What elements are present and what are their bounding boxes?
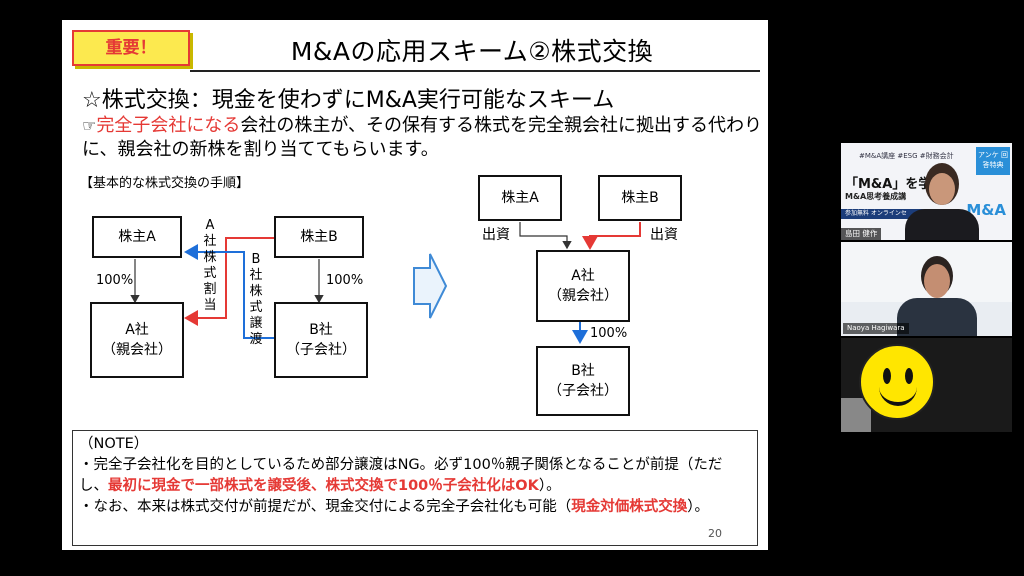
- participant-tile-host[interactable]: #M&A講座 #ESG #財務会計 アンケ 回答特典 「M&A」を学 M&A思考…: [841, 143, 1012, 240]
- note-bullet-2: ・なお、本来は株式交付が前提だが、現金交付による完全子会社化も可能（現金対価株式…: [79, 497, 751, 518]
- left-company-a-role: （親会社）: [102, 342, 172, 358]
- allotment-label: A社株式割当: [203, 218, 217, 313]
- participant-tile-avatar[interactable]: [841, 338, 1012, 432]
- left-company-b-box: B社 （子会社）: [274, 302, 368, 378]
- pointing-hand-icon: ☞: [82, 116, 97, 135]
- note-bullet-1-end: ）。: [538, 478, 561, 494]
- left-shareholder-b-label: 株主B: [300, 229, 338, 245]
- description-paragraph: ☞完全子会社になる会社の株主が、その保有する株式を完全親会社に拠出する代わりに、…: [82, 114, 762, 162]
- left-company-b-name: B社: [309, 322, 333, 338]
- important-badge: 重要！: [72, 30, 190, 66]
- right-invest-left: 出資: [482, 227, 510, 243]
- note-bullet-1-highlight: 最初に現金で一部株式を譲受後、株式交換で100％子会社化はOK: [108, 478, 539, 494]
- right-shareholder-a-label: 株主A: [501, 190, 539, 206]
- right-shareholder-a-box: 株主A: [478, 175, 562, 221]
- participant-tile-naoya[interactable]: Naoya Hagiwara: [841, 242, 1012, 336]
- banner-subtitle: M&A思考養成講: [845, 192, 907, 201]
- invest-arrow-a: [519, 222, 572, 250]
- left-shareholder-b-box: 株主B: [274, 216, 364, 258]
- left-shareholder-a-label: 株主A: [118, 229, 156, 245]
- host-face: [929, 173, 955, 205]
- banner-tags: #M&A講座 #ESG #財務会計: [859, 152, 954, 160]
- procedure-heading: 【基本的な株式交換の手順】: [80, 176, 250, 191]
- left-pct-b: 100%: [326, 273, 364, 288]
- flow-chevron: [413, 253, 448, 319]
- right-company-a-name: A社: [571, 268, 595, 284]
- diagram-arrows: [130, 222, 641, 344]
- smiley-right-eye: [905, 368, 913, 384]
- presentation-slide: 重要！ M&Aの応用スキーム②株式交換 ☆株式交換：現金を使わずにM&A実行可能…: [62, 20, 768, 550]
- speaker-face: [924, 264, 950, 298]
- participant-name-host: 島田 健作: [841, 228, 882, 240]
- note-bullet-2-highlight: 現金対価株式交換: [571, 499, 688, 515]
- left-company-b-role: （子会社）: [286, 342, 356, 358]
- note-bullet-1-text: ・完全子会社化を目的としているため部分譲渡はNG。必ず100％親子関係となること…: [79, 457, 723, 494]
- right-company-b-name: B社: [571, 363, 595, 379]
- smiley-left-eye: [883, 368, 891, 384]
- allotment-arrow: [184, 237, 274, 326]
- right-company-b-role: （子会社）: [548, 383, 618, 399]
- note-bullet-1: ・完全子会社化を目的としているため部分譲渡はNG。必ず100％親子関係となること…: [79, 455, 751, 497]
- banner-strip: 参加無料 オンラインセ: [841, 209, 931, 219]
- note-heading: （NOTE）: [79, 436, 149, 452]
- note-box: （NOTE） ・完全子会社化を目的としているため部分譲渡はNG。必ず100％親子…: [72, 430, 758, 546]
- banner-title: 「M&A」を学: [845, 177, 932, 192]
- left-pct-a: 100%: [96, 273, 134, 288]
- transfer-label: B社株式譲渡: [249, 252, 263, 347]
- left-shareholder-a-box: 株主A: [92, 216, 182, 258]
- banner-survey-badge: アンケ 回答特典: [976, 147, 1010, 175]
- right-invest-right: 出資: [650, 227, 678, 243]
- title-underline: [190, 70, 760, 72]
- right-company-a-role: （親会社）: [548, 288, 618, 304]
- banner-logo: M&A: [966, 201, 1006, 219]
- host-body: [905, 209, 979, 240]
- participant-name-naoya: Naoya Hagiwara: [843, 323, 909, 334]
- invest-arrow-b: [582, 222, 641, 250]
- right-company-b-box: B社 （子会社）: [536, 346, 630, 416]
- right-pct: 100%: [590, 326, 628, 341]
- right-shareholder-b-box: 株主B: [598, 175, 682, 221]
- page-number: 20: [708, 527, 722, 540]
- note-bullet-2-end: ）。: [687, 499, 710, 515]
- note-bullet-2-text: ・なお、本来は株式交付が前提だが、現金交付による完全子会社化も可能（: [79, 499, 572, 515]
- slide-subtitle: ☆株式交換：現金を使わずにM&A実行可能なスキーム: [82, 88, 615, 113]
- left-company-a-box: A社 （親会社）: [90, 302, 184, 378]
- description-highlight: 完全子会社になる: [96, 115, 241, 136]
- smiley-face-icon: [859, 344, 935, 420]
- speaker-body: [897, 298, 977, 336]
- smiley-mouth: [879, 378, 917, 406]
- description-text: 会社の株主が、その保有する株式を完全親会社に拠出する代わりに、親会社の新株を割り…: [82, 115, 762, 160]
- right-shareholder-b-label: 株主B: [621, 190, 659, 206]
- left-company-a-name: A社: [125, 322, 149, 338]
- slide-title: M&Aの応用スキーム②株式交換: [290, 37, 654, 66]
- right-company-a-box: A社 （親会社）: [536, 250, 630, 322]
- transfer-arrow: [184, 244, 274, 339]
